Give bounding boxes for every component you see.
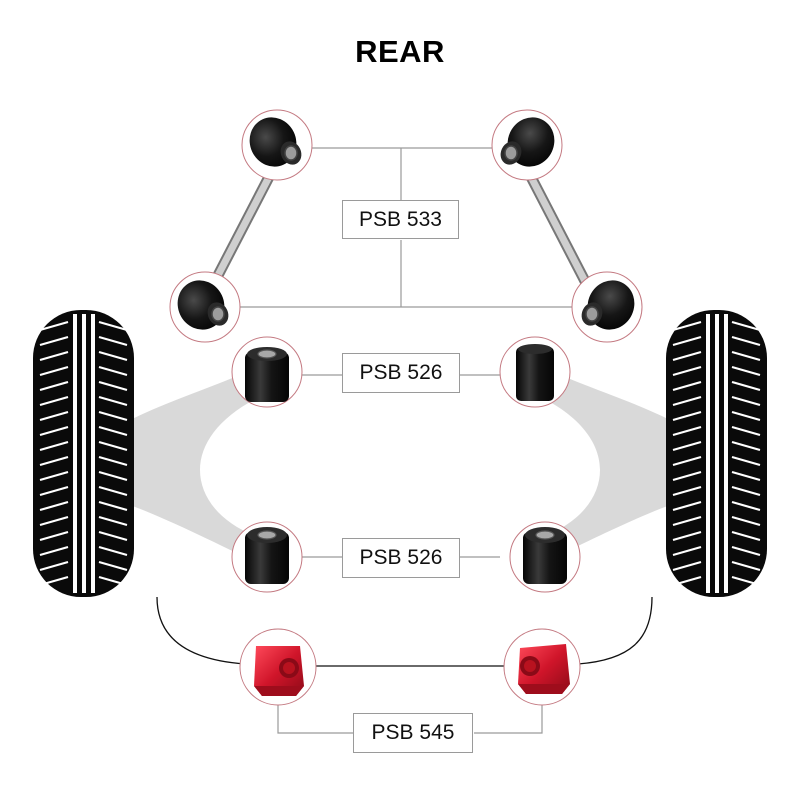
right-upper-link-bar (525, 172, 592, 288)
left-arm-shape (130, 368, 275, 562)
bush-lower-arm-right[interactable] (509, 521, 581, 593)
label-lower-arm[interactable]: PSB 526 (342, 538, 460, 578)
bush-upper-link-front-right[interactable] (491, 109, 563, 181)
left-tyre (33, 310, 134, 597)
bush-upper-link-rear-right[interactable] (571, 271, 643, 343)
right-arm-shape (525, 368, 670, 562)
anti-roll-bar (156, 596, 653, 667)
bush-lower-arm-left[interactable] (231, 521, 303, 593)
bush-upper-arm-left[interactable] (231, 336, 303, 408)
bush-upper-arm-right[interactable] (499, 336, 571, 408)
connector-lines (238, 147, 580, 734)
left-upper-link-bar (208, 172, 275, 288)
bush-anti-roll-bar-left[interactable] (239, 628, 317, 706)
label-upper-link[interactable]: PSB 533 (342, 200, 459, 239)
bush-upper-link-front-left[interactable] (241, 109, 313, 181)
label-anti-roll-bar[interactable]: PSB 545 (353, 713, 473, 753)
bush-anti-roll-bar-right[interactable] (503, 628, 581, 706)
diagram-title: REAR (355, 34, 445, 69)
bush-upper-link-rear-left[interactable] (169, 271, 241, 343)
label-upper-arm[interactable]: PSB 526 (342, 353, 460, 393)
right-tyre (666, 310, 767, 597)
